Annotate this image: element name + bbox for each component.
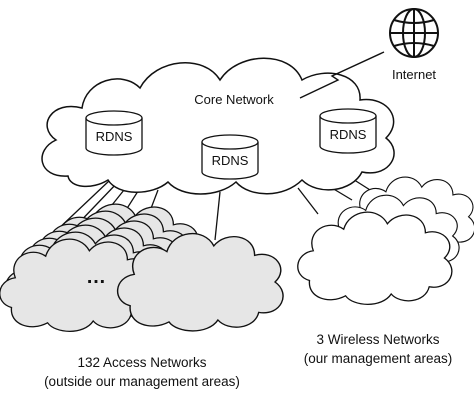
rdns-label: RDNS xyxy=(212,153,249,168)
access-caption-line2: (outside our management areas) xyxy=(44,374,240,389)
rdns-server-left: RDNS xyxy=(85,110,143,156)
access-network-clouds xyxy=(0,203,284,333)
internet-label: Internet xyxy=(392,67,436,82)
internet-link-icon xyxy=(299,51,385,99)
rdns-label: RDNS xyxy=(96,129,133,144)
core-network-label: Core Network xyxy=(194,92,274,107)
rdns-server-right: RDNS xyxy=(319,108,377,154)
wireless-network-clouds xyxy=(297,176,474,306)
access-caption-line1: 132 Access Networks xyxy=(77,355,206,370)
rdns-label: RDNS xyxy=(330,127,367,142)
globe-icon xyxy=(389,8,439,58)
wireless-caption-line1: 3 Wireless Networks xyxy=(316,332,439,347)
wireless-caption-line2: (our management areas) xyxy=(304,351,453,366)
rdns-server-middle: RDNS xyxy=(201,134,259,180)
access-ellipsis: … xyxy=(86,266,106,288)
core-network-cloud xyxy=(41,57,395,195)
